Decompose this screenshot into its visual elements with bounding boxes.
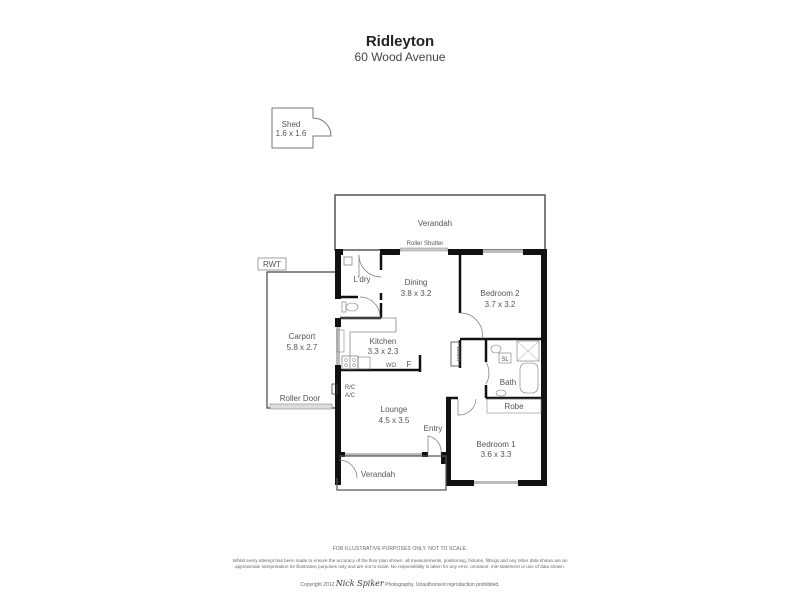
fridge-label: F bbox=[407, 360, 412, 369]
shed: Shed 1.6 x 1.6 bbox=[271, 107, 332, 149]
linen-label: Linen bbox=[455, 347, 461, 362]
linen-cupboard bbox=[450, 341, 460, 367]
kitchen-label: Kitchen bbox=[370, 337, 397, 346]
verandah-top-label: Verandah bbox=[418, 219, 452, 228]
bath-label: Bath bbox=[500, 378, 516, 387]
verandah-bottom-label: Verandah bbox=[361, 470, 395, 479]
laundry-label: L'dry bbox=[353, 275, 370, 284]
laundry-door bbox=[358, 254, 382, 278]
photographer-signature: Nick Spiker bbox=[335, 579, 384, 588]
kitchen-bench bbox=[340, 317, 397, 370]
roller-door-label: Roller Door bbox=[280, 394, 321, 403]
robe-label: Robe bbox=[504, 402, 524, 411]
bedroom2-size: 3.7 x 3.2 bbox=[485, 300, 516, 309]
property-address: 60 Wood Avenue bbox=[354, 50, 446, 64]
bedroom1-door bbox=[457, 398, 477, 416]
shed-size: 1.6 x 1.6 bbox=[276, 129, 307, 138]
bedroom1-label: Bedroom 1 bbox=[476, 440, 516, 449]
lounge-label: Lounge bbox=[381, 405, 408, 414]
toilet-wc bbox=[341, 301, 359, 313]
verandah-bottom: Verandah bbox=[336, 455, 447, 491]
entry-door bbox=[427, 435, 442, 455]
copyright: Copyright 2012 Nick Spiker Photography. … bbox=[0, 579, 800, 588]
carport-label: Carport bbox=[289, 332, 316, 341]
disclaimer-line-1: Whilst every attempt has been made to en… bbox=[232, 558, 568, 563]
wall-oven bbox=[357, 356, 371, 370]
rc-label: R/C bbox=[345, 385, 356, 391]
property-title: Ridleyton bbox=[365, 33, 435, 50]
sl-label: SL bbox=[501, 357, 509, 363]
roller-shutter bbox=[399, 247, 449, 252]
bedroom2-label: Bedroom 2 bbox=[480, 289, 520, 298]
exterior-walls bbox=[335, 249, 547, 486]
bedroom2-door bbox=[459, 312, 483, 340]
robe bbox=[486, 398, 542, 414]
disclaimer: Whilst every attempt has been made to en… bbox=[0, 558, 800, 570]
wc-door bbox=[359, 296, 381, 318]
laundry-tub bbox=[343, 256, 353, 266]
sink bbox=[336, 329, 345, 353]
shed-label: Shed bbox=[282, 120, 301, 129]
entry-label: Entry bbox=[424, 424, 443, 433]
copyright-suffix: Photography. Unauthorised reproduction p… bbox=[385, 582, 500, 588]
lounge-size: 4.5 x 3.5 bbox=[379, 416, 410, 425]
dining-size: 3.8 x 3.2 bbox=[401, 289, 432, 298]
bathroom-fixtures bbox=[485, 340, 540, 397]
carport-size: 5.8 x 2.7 bbox=[287, 343, 318, 352]
ac-label: A/C bbox=[345, 393, 356, 399]
rwt-label: RWT bbox=[263, 260, 281, 269]
rc-ac-unit bbox=[331, 383, 338, 395]
disclaimer-line-2: approximate interpretation for illustrat… bbox=[235, 564, 565, 569]
carport: Carport 5.8 x 2.7 Roller Door bbox=[266, 271, 337, 410]
roller-shutter-label: Roller Shutter bbox=[407, 241, 444, 247]
dining-label: Dining bbox=[405, 278, 428, 287]
stove bbox=[341, 355, 359, 370]
wo-label: WO bbox=[386, 363, 397, 369]
kitchen-size: 3.3 x 2.3 bbox=[368, 347, 399, 356]
bedroom1-size: 3.6 x 3.3 bbox=[481, 450, 512, 459]
copyright-prefix: Copyright 2012 bbox=[300, 582, 335, 588]
interior-walls bbox=[340, 253, 544, 400]
scale-notice: FOR ILLUSTRATIVE PURPOSES ONLY. NOT TO S… bbox=[332, 546, 468, 552]
rainwater-tank: RWT bbox=[257, 257, 287, 271]
windows bbox=[336, 250, 523, 484]
